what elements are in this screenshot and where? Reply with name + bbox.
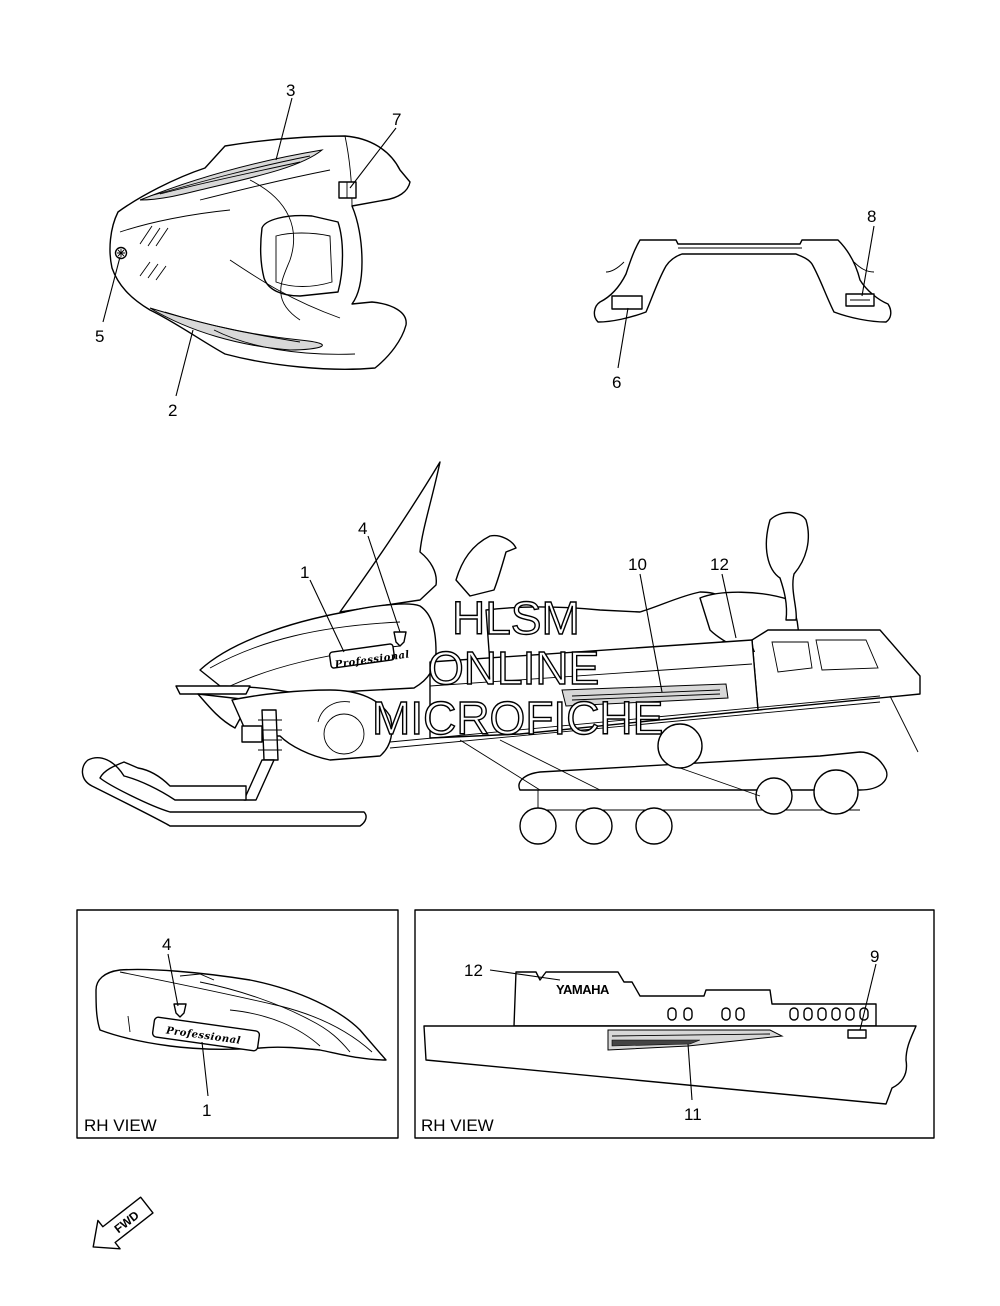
callout-1-main: 1 [300, 563, 309, 582]
leader-7 [349, 127, 397, 189]
callout-rh2-11: 11 [684, 1105, 702, 1124]
callout-3: 3 [286, 81, 295, 100]
leader-1-main [309, 579, 345, 653]
leader-12-main [721, 573, 737, 639]
leader-5 [102, 256, 121, 323]
callout-rh2-9: 9 [870, 947, 879, 966]
callout-5: 5 [95, 327, 104, 346]
rear-bracket [593, 239, 892, 323]
hood-side-view: Professional [95, 968, 387, 1061]
callout-rh2-12: 12 [464, 961, 483, 980]
inset-panel-right [414, 909, 935, 1139]
watermark-line-2: ONLINE [428, 642, 599, 694]
callout-4-main: 4 [358, 519, 367, 538]
callout-8: 8 [867, 207, 876, 226]
leader-4-main [367, 535, 401, 633]
snowmobile-side-view: Professional YAMAHA [81, 461, 921, 845]
callout-10: 10 [628, 555, 647, 574]
leader-rh2-11 [687, 1043, 693, 1101]
leader-8 [861, 225, 875, 297]
vent-slots [667, 1007, 869, 1021]
callout-2: 2 [168, 401, 177, 420]
leader-6 [617, 307, 629, 369]
panel-label-left: RH VIEW [84, 1116, 157, 1135]
leader-3 [275, 97, 293, 161]
callout-6: 6 [612, 373, 621, 392]
leader-rh2-9 [859, 963, 877, 1031]
watermark: HLSM ONLINE MICROFICHE [371, 591, 664, 744]
callout-rh1-1: 1 [202, 1101, 211, 1120]
leader-10 [639, 573, 663, 693]
watermark-line-1: HLSM [452, 592, 580, 644]
hood-front-view [109, 135, 411, 370]
brand-decal-rh: YAMAHA [556, 982, 610, 997]
leader-rh1-1 [201, 1041, 209, 1097]
leader-rh2-12 [489, 969, 561, 981]
inset-panel-left [76, 909, 399, 1139]
panel-label-right: RH VIEW [421, 1116, 494, 1135]
leader-rh1-4 [167, 953, 179, 1007]
fwd-arrow-icon: FWD [92, 1196, 154, 1250]
watermark-line-3: MICROFICHE [372, 692, 663, 744]
rear-body-side-view: YAMAHA [423, 971, 917, 1105]
callout-12-main: 12 [710, 555, 729, 574]
callout-rh1-4: 4 [162, 935, 171, 954]
leader-2 [175, 329, 194, 397]
callout-7: 7 [392, 110, 401, 129]
